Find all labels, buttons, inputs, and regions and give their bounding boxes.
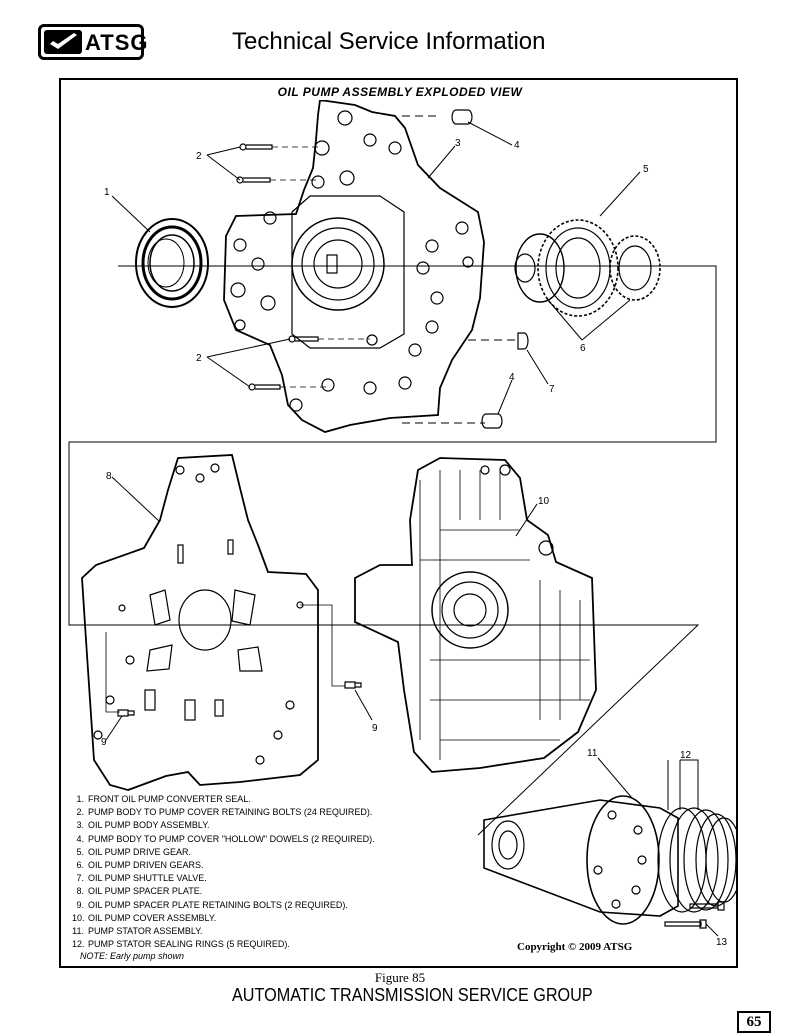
logo-text: ATSG (85, 30, 149, 55)
pump-stator-sealing-rings (657, 807, 737, 913)
spacer-plate-retaining-bolts (117, 681, 362, 717)
legend-item: 6.OIL PUMP DRIVEN GEARS. (76, 859, 204, 870)
figure-frame (59, 78, 738, 968)
legend-item: 4.PUMP BODY TO PUMP COVER "HOLLOW" DOWEL… (76, 833, 375, 844)
callout-9: 9 (372, 723, 378, 734)
oil-pump-spacer-plate (81, 454, 345, 791)
legend-item: 1.FRONT OIL PUMP CONVERTER SEAL. (76, 794, 251, 804)
figure-caption: Figure 85 (374, 970, 426, 985)
callout-1: 1 (104, 187, 110, 198)
figure-title: OIL PUMP ASSEMBLY EXPLODED VIEW (277, 85, 523, 99)
oil-pump-body-assembly (223, 100, 485, 433)
callout-7: 7 (549, 384, 555, 395)
callout-9: 9 (101, 737, 107, 748)
legend-item: 8.OIL PUMP SPACER PLATE. (76, 886, 203, 897)
oil-pump-gears (514, 219, 661, 317)
atsg-logo: ATSG (38, 24, 147, 60)
figure-note: NOTE: Early pump shown (80, 951, 185, 961)
oil-pump-drive-gear (537, 219, 619, 317)
bolt (239, 143, 273, 151)
page-header-title: Technical Service Information (232, 28, 546, 55)
footer-org: AUTOMATIC TRANSMISSION SERVICE GROUP (232, 985, 593, 1005)
callout-leader-lines (105, 121, 719, 937)
callout-11: 11 (587, 748, 598, 759)
copyright: Copyright © 2009 ATSG (517, 941, 633, 953)
bolt (236, 176, 271, 184)
callout-2: 2 (196, 353, 202, 364)
oil-pump-driven-gear (514, 233, 565, 303)
callout-12: 12 (680, 750, 692, 761)
parts-legend: 1.FRONT OIL PUMP CONVERTER SEAL. 2.PUMP … (72, 793, 375, 951)
pump-stator-assembly (483, 795, 679, 925)
callout-13: 13 (716, 937, 728, 948)
exploded-view-diagram: 1 2 2 3 4 4 5 6 7 8 9 9 10 11 12 13 (68, 100, 737, 948)
logo-checkmark-icon (44, 30, 82, 54)
assembly-axis-lines (68, 115, 717, 836)
legend-item: 3.OIL PUMP BODY ASSEMBLY. (76, 820, 210, 831)
bolt (248, 383, 281, 391)
front-oil-pump-converter-seal (135, 218, 209, 308)
callout-10: 10 (538, 496, 550, 507)
callout-labels: 1 2 2 3 4 4 5 6 7 8 9 9 10 11 12 13 (101, 138, 728, 948)
legend-item: 5.OIL PUMP DRIVE GEAR. (76, 846, 192, 857)
pump-retaining-bolts (236, 143, 370, 391)
hollow-dowels (451, 109, 503, 429)
legend-item: 11.PUMP STATOR ASSEMBLY. (72, 925, 203, 936)
legend-item: 12.PUMP STATOR SEALING RINGS (5 REQUIRED… (72, 939, 290, 950)
page-number: 65 (737, 1011, 771, 1033)
oil-pump-cover-assembly (354, 457, 597, 773)
legend-item: 2.PUMP BODY TO PUMP COVER RETAINING BOLT… (76, 807, 373, 818)
oil-pump-driven-gear (609, 235, 661, 301)
legend-item: 10.OIL PUMP COVER ASSEMBLY. (72, 912, 217, 923)
callout-5: 5 (643, 164, 649, 175)
legend-item: 7.OIL PUMP SHUTTLE VALVE. (76, 873, 207, 884)
callout-6: 6 (580, 343, 586, 354)
bolt (288, 335, 319, 343)
callout-2: 2 (196, 151, 202, 162)
stator-bolts (664, 901, 725, 929)
callout-8: 8 (106, 471, 112, 482)
callout-4: 4 (509, 372, 515, 383)
legend-item: 9.OIL PUMP SPACER PLATE RETAINING BOLTS … (76, 899, 348, 910)
callout-3: 3 (455, 138, 461, 149)
callout-4: 4 (514, 140, 520, 151)
oil-pump-shuttle-valve (517, 332, 529, 350)
